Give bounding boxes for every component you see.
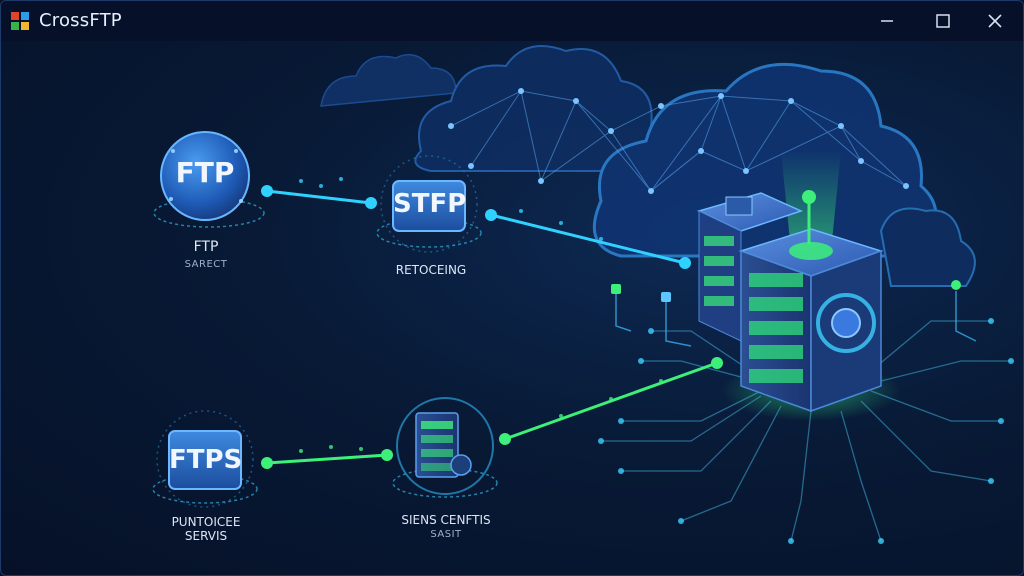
ftps-label: PUNTOICEE — [171, 515, 241, 529]
ftp-node[interactable] — [153, 131, 265, 228]
ftp-sublabel: SARECT — [184, 259, 228, 270]
server-rack-icon — [415, 412, 472, 478]
minimize-button[interactable] — [867, 7, 907, 35]
server-node[interactable] — [392, 397, 498, 498]
connector-led-icon — [611, 284, 621, 294]
window-title: CrossFTP — [39, 10, 122, 31]
main-server-icon — [696, 151, 901, 421]
network-illustration — [152, 45, 1014, 544]
sftp-box-icon — [392, 180, 466, 232]
connector-led-icon — [951, 280, 961, 290]
ftp-badge-text: FTP — [175, 156, 235, 189]
circuit-pads — [598, 318, 1014, 544]
sftp-badge-text: STFP — [393, 189, 467, 219]
cloud-icon — [320, 45, 976, 287]
ftp-globe-icon — [160, 131, 250, 221]
illustration-scene: FTP STFP FTPS FTP SARECT RETOCEING PUNTO… — [1, 41, 1023, 575]
ftps-box-icon — [168, 430, 242, 490]
close-button[interactable] — [975, 7, 1015, 35]
connection-lines — [261, 177, 723, 469]
title-bar: CrossFTP — [1, 1, 1023, 41]
maximize-button[interactable] — [923, 7, 963, 35]
maximize-icon — [936, 14, 950, 28]
ftp-label: FTP — [193, 239, 219, 255]
crossftp-logo-icon — [11, 12, 29, 30]
server-node-sublabel: SASIT — [430, 529, 462, 540]
sftp-label: RETOCEING — [395, 263, 467, 277]
ftps-badge-text: FTPS — [169, 445, 243, 475]
ftps-sublabel: SERVIS — [184, 529, 228, 543]
circuit-traces — [601, 320, 1011, 542]
sftp-node[interactable] — [376, 155, 482, 253]
server-node-label: SIENS CENFTIS — [401, 513, 491, 527]
minimize-icon — [881, 20, 893, 22]
close-icon — [988, 14, 1002, 28]
mesh-nodes — [448, 88, 909, 194]
ftps-node[interactable] — [152, 410, 258, 508]
connector-led-icon — [661, 292, 671, 302]
